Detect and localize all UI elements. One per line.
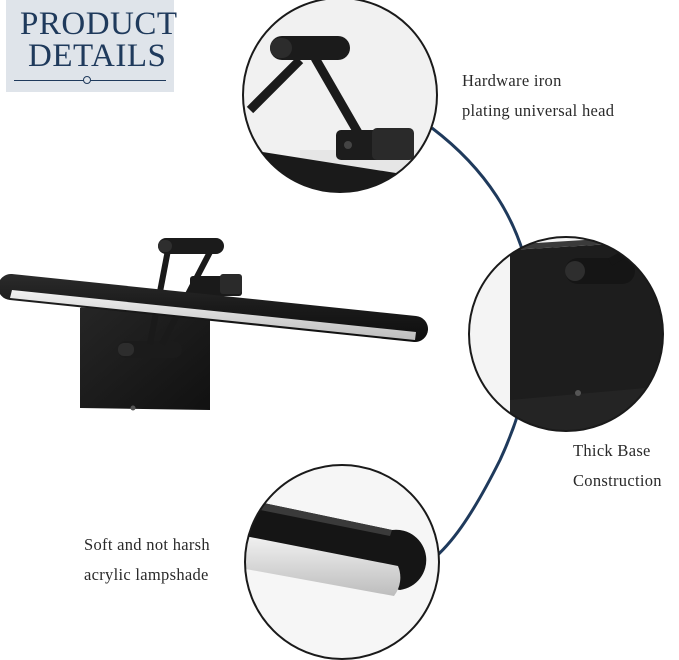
caption-acrylic-lampshade: Soft and not harsh acrylic lampshade (84, 530, 210, 590)
product-details-badge: PRODUCT DETAILS (6, 0, 177, 92)
diffuser-strip (10, 290, 416, 340)
caption-universal-head: Hardware iron plating universal head (462, 66, 614, 126)
caption-line: plating universal head (462, 101, 615, 120)
badge-title-line-2: DETAILS (28, 38, 167, 74)
caption-thick-base: Thick Base Construction (573, 436, 662, 496)
badge-title-line-1: PRODUCT (20, 6, 178, 42)
detail-circle-base (468, 236, 664, 432)
badge-divider-ornament (83, 76, 91, 84)
wall-lamp-fixture (0, 238, 428, 411)
caption-line: Soft and not harsh (84, 535, 210, 554)
caption-line: Construction (573, 471, 662, 490)
caption-line: Hardware iron (462, 71, 562, 90)
detail-circle-shade (244, 464, 440, 660)
caption-line: Thick Base (573, 441, 651, 460)
caption-line: acrylic lampshade (84, 565, 209, 584)
detail-circle-head (242, 0, 438, 193)
